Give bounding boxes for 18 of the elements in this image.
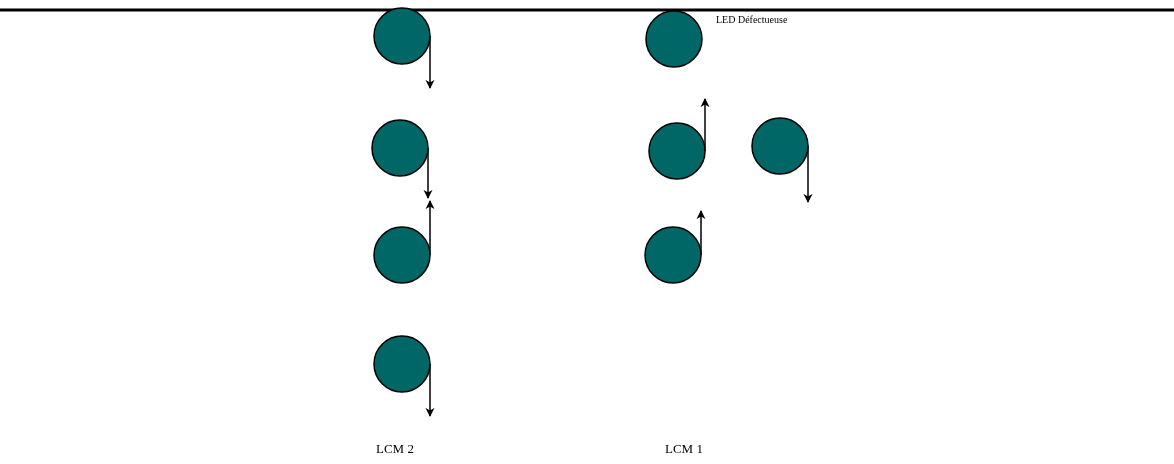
direction-arrow — [700, 98, 710, 152]
direction-arrow — [696, 210, 706, 256]
group-label: LCM 2 — [376, 441, 414, 457]
led-circle — [373, 335, 431, 393]
led-circle — [644, 226, 702, 284]
led-circle — [648, 122, 706, 180]
led-label: LED Défectueuse — [716, 14, 788, 25]
led-circle — [751, 117, 809, 175]
led-circle — [373, 7, 431, 65]
direction-arrow — [803, 145, 813, 203]
direction-arrow — [425, 363, 435, 417]
direction-arrow — [423, 147, 433, 199]
direction-arrow — [425, 35, 435, 89]
direction-arrow — [425, 200, 435, 256]
led-circle — [371, 119, 429, 177]
led-circle — [373, 226, 431, 284]
led-circle — [645, 10, 703, 68]
group-label: LCM 1 — [665, 441, 703, 457]
